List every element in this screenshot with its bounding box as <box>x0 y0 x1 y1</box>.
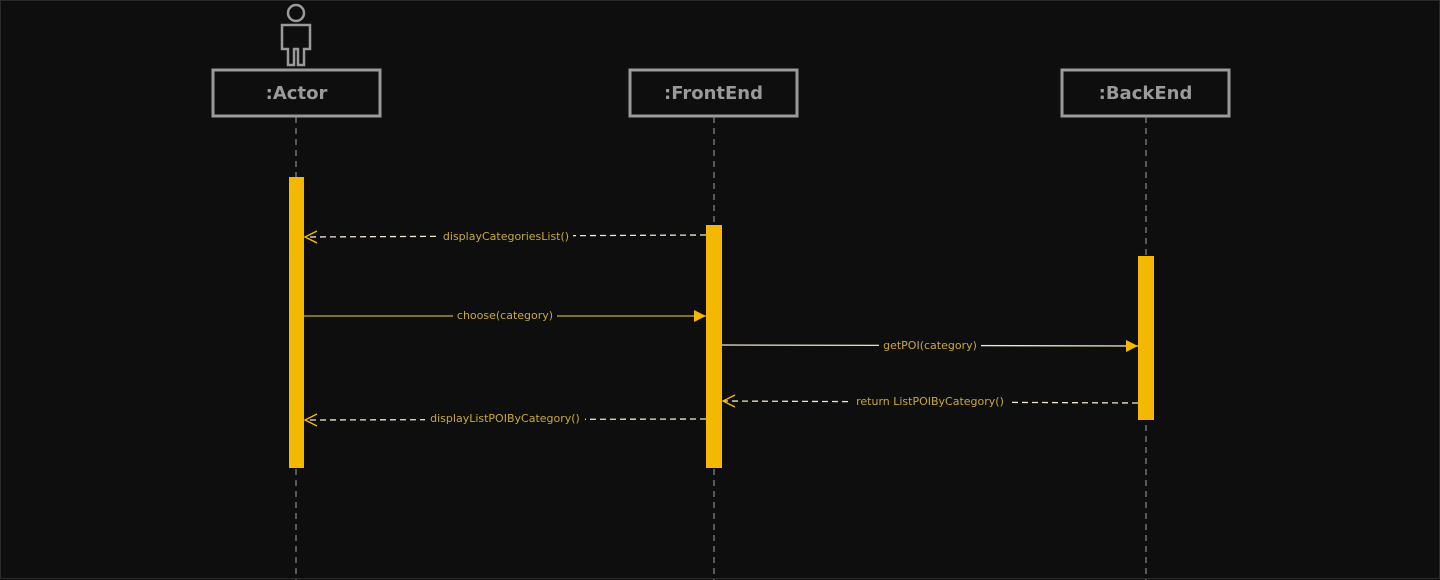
message-label: displayCategoriesList() <box>443 230 569 243</box>
participant-frontend: :FrontEnd <box>628 68 799 118</box>
message-display-list-poi-by-category: displayListPOIByCategory() <box>305 412 707 426</box>
participant-box-frontend <box>628 68 799 118</box>
message-label: choose(category) <box>457 309 553 322</box>
participant-label-actor: :Actor <box>266 83 328 104</box>
message-label: getPOI(category) <box>883 339 977 352</box>
participant-box-actor <box>211 68 382 118</box>
message-return-list-poi: return ListPOIByCategory() <box>723 395 1139 409</box>
activation-bar-actor <box>289 177 304 468</box>
message-display-categories-list: displayCategoriesList() <box>305 230 707 244</box>
actor-icon <box>280 3 312 67</box>
participant-label-backend: :BackEnd <box>1099 83 1193 104</box>
activation-bar-frontend <box>706 225 722 468</box>
participant-label-frontend: :FrontEnd <box>664 83 763 104</box>
message-label: return ListPOIByCategory() <box>856 395 1004 408</box>
message-label: displayListPOIByCategory() <box>430 412 580 425</box>
participant-actor: :Actor <box>211 68 382 118</box>
message-choose-category: choose(category) <box>304 309 706 323</box>
message-get-poi: getPOI(category) <box>721 339 1139 353</box>
participant-backend: :BackEnd <box>1060 68 1231 118</box>
message-line <box>723 401 1139 403</box>
participant-box-backend <box>1060 68 1231 118</box>
activation-bar-backend <box>1138 256 1154 420</box>
